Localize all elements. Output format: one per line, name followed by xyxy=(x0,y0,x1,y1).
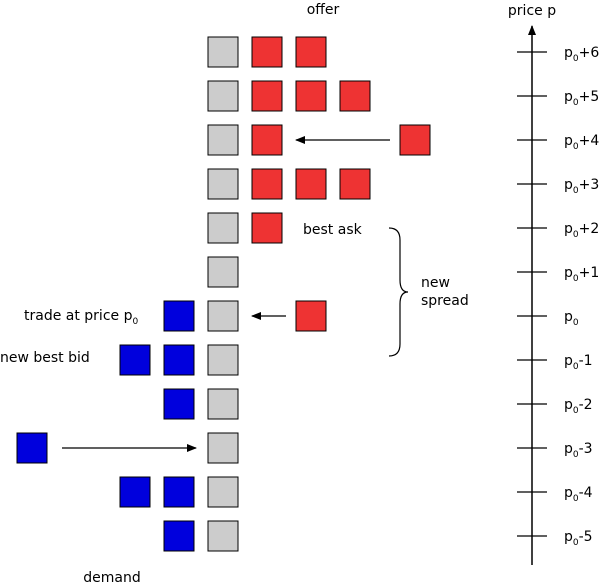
price-tick-label-subscript: 0 xyxy=(573,450,579,460)
price-tick-label-suffix: +5 xyxy=(579,89,600,105)
price-tick-label-suffix: +6 xyxy=(579,45,600,61)
incoming-ask-order-square xyxy=(399,124,431,156)
trade-label-text: trade at price p xyxy=(24,308,133,324)
price-tick-label-base: p xyxy=(564,177,573,193)
price-tick-label-base: p xyxy=(564,265,573,281)
ask-order-square xyxy=(295,168,327,200)
ask-order-square xyxy=(339,168,371,200)
ask-order-square xyxy=(295,80,327,112)
ask-order-square xyxy=(251,168,283,200)
price-slot-square xyxy=(207,432,239,464)
price-slot-square xyxy=(207,256,239,288)
price-tick-label: p0+1 xyxy=(564,265,599,284)
price-tick-label-suffix: +2 xyxy=(579,221,600,237)
price-tick-label-base: p xyxy=(564,45,573,61)
price-tick-label: p0-2 xyxy=(564,397,593,416)
price-tick-label-suffix: -2 xyxy=(579,397,593,413)
price-tick-label-suffix: -3 xyxy=(579,441,593,457)
price-tick-label-subscript: 0 xyxy=(573,538,579,548)
bid-order-square xyxy=(119,344,151,376)
price-slot-square xyxy=(207,168,239,200)
price-tick-label-subscript: 0 xyxy=(573,230,579,240)
bid-order-square xyxy=(163,344,195,376)
price-tick-label: p0 xyxy=(564,309,579,328)
price-tick-label-base: p xyxy=(564,353,573,369)
new-spread-label-line2: spread xyxy=(421,293,469,309)
price-tick-label-base: p xyxy=(564,397,573,413)
price-slot-square xyxy=(207,344,239,376)
price-tick-label-base: p xyxy=(564,441,573,457)
price-tick-label: p0-1 xyxy=(564,353,593,372)
trade-at-price-label: trade at price p0 xyxy=(24,308,138,327)
order-book xyxy=(119,36,371,552)
price-slot-square xyxy=(207,80,239,112)
ask-order-square xyxy=(251,80,283,112)
incoming-ask-order-square xyxy=(295,300,327,332)
price-tick-label: p0-3 xyxy=(564,441,593,460)
price-axis-ticks: p0+6p0+5p0+4p0+3p0+2p0+1p0p0-1p0-2p0-3p0… xyxy=(517,45,599,548)
price-tick-label-subscript: 0 xyxy=(573,406,579,416)
price-tick-label: p0+6 xyxy=(564,45,599,64)
price-slot-square xyxy=(207,124,239,156)
new-spread-label-line1: new xyxy=(421,275,450,291)
price-tick-label-subscript: 0 xyxy=(573,274,579,284)
price-slot-square xyxy=(207,520,239,552)
price-tick-label-base: p xyxy=(564,485,573,501)
new-best-bid-label: new best bid xyxy=(0,350,90,366)
price-tick-label-subscript: 0 xyxy=(573,318,579,328)
price-tick-label: p0+4 xyxy=(564,133,599,152)
best-ask-label: best ask xyxy=(303,222,363,238)
trade-label-subscript: 0 xyxy=(132,317,138,327)
price-tick-label-suffix: -5 xyxy=(579,529,593,545)
price-tick-label-suffix: +4 xyxy=(579,133,600,149)
price-tick-label-suffix: -4 xyxy=(579,485,593,501)
price-tick-label: p0+5 xyxy=(564,89,599,108)
price-tick-label-subscript: 0 xyxy=(573,142,579,152)
demand-label: demand xyxy=(83,570,140,585)
price-slot-square xyxy=(207,300,239,332)
price-slot-square xyxy=(207,388,239,420)
ask-order-square xyxy=(251,212,283,244)
price-tick-label: p0+2 xyxy=(564,221,599,240)
ask-order-square xyxy=(339,80,371,112)
price-tick-label-base: p xyxy=(564,89,573,105)
price-tick-label-subscript: 0 xyxy=(573,494,579,504)
ask-order-square xyxy=(251,124,283,156)
price-tick-label-subscript: 0 xyxy=(573,186,579,196)
price-tick-label-base: p xyxy=(564,221,573,237)
price-axis-title: price p xyxy=(508,3,556,19)
price-slot-square xyxy=(207,476,239,508)
bid-order-square xyxy=(163,300,195,332)
price-slot-square xyxy=(207,36,239,68)
price-tick-label-base: p xyxy=(564,309,573,325)
price-slot-square xyxy=(207,212,239,244)
price-axis: price p p0+6p0+5p0+4p0+3p0+2p0+1p0p0-1p0… xyxy=(508,3,599,565)
price-tick-label-suffix: +1 xyxy=(579,265,600,281)
price-tick-label: p0-4 xyxy=(564,485,593,504)
price-tick-label-base: p xyxy=(564,529,573,545)
price-tick-label-suffix: -1 xyxy=(579,353,593,369)
bid-order-square xyxy=(163,520,195,552)
bid-order-square xyxy=(163,476,195,508)
ask-order-square xyxy=(295,36,327,68)
offer-label: offer xyxy=(307,2,340,18)
incoming-orders xyxy=(16,124,431,464)
price-tick-label-base: p xyxy=(564,133,573,149)
bid-order-square xyxy=(163,388,195,420)
ask-order-square xyxy=(251,36,283,68)
incoming-bid-order-square xyxy=(16,432,48,464)
price-tick-label: p0+3 xyxy=(564,177,599,196)
price-tick-label-subscript: 0 xyxy=(573,54,579,64)
price-tick-label-suffix: +3 xyxy=(579,177,600,193)
price-tick-label: p0-5 xyxy=(564,529,593,548)
price-tick-label-subscript: 0 xyxy=(573,362,579,372)
bid-order-square xyxy=(119,476,151,508)
price-tick-label-subscript: 0 xyxy=(573,98,579,108)
new-spread-brace xyxy=(388,227,409,357)
